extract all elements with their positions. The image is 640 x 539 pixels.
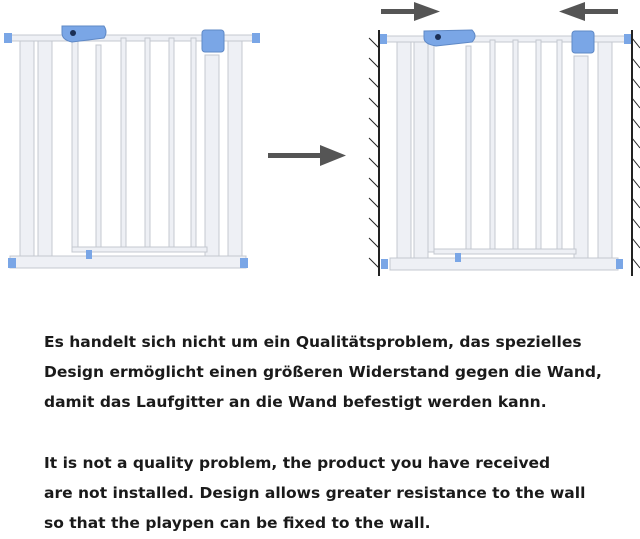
english-description: It is not a quality problem, the product… — [44, 448, 634, 538]
baby-gate-uninstalled — [4, 25, 260, 269]
wall-hatching — [368, 30, 640, 276]
arrow-right-icon — [268, 145, 346, 166]
baby-gate-installed — [380, 29, 631, 271]
english-line-3: so that the playpen can be fixed to the … — [44, 514, 431, 532]
german-line-2: Design ermöglicht einen größeren Widerst… — [44, 363, 602, 381]
gate-illustration — [4, 2, 640, 276]
pressure-arrow-icon — [381, 2, 618, 21]
german-line-3: damit das Laufgitter an die Wand befesti… — [44, 393, 547, 411]
german-description: Es handelt sich nicht um ein Qualitätspr… — [44, 327, 634, 417]
german-line-1: Es handelt sich nicht um ein Qualitätspr… — [44, 333, 582, 351]
english-line-2: are not installed. Design allows greater… — [44, 484, 586, 502]
english-line-1: It is not a quality problem, the product… — [44, 454, 551, 472]
